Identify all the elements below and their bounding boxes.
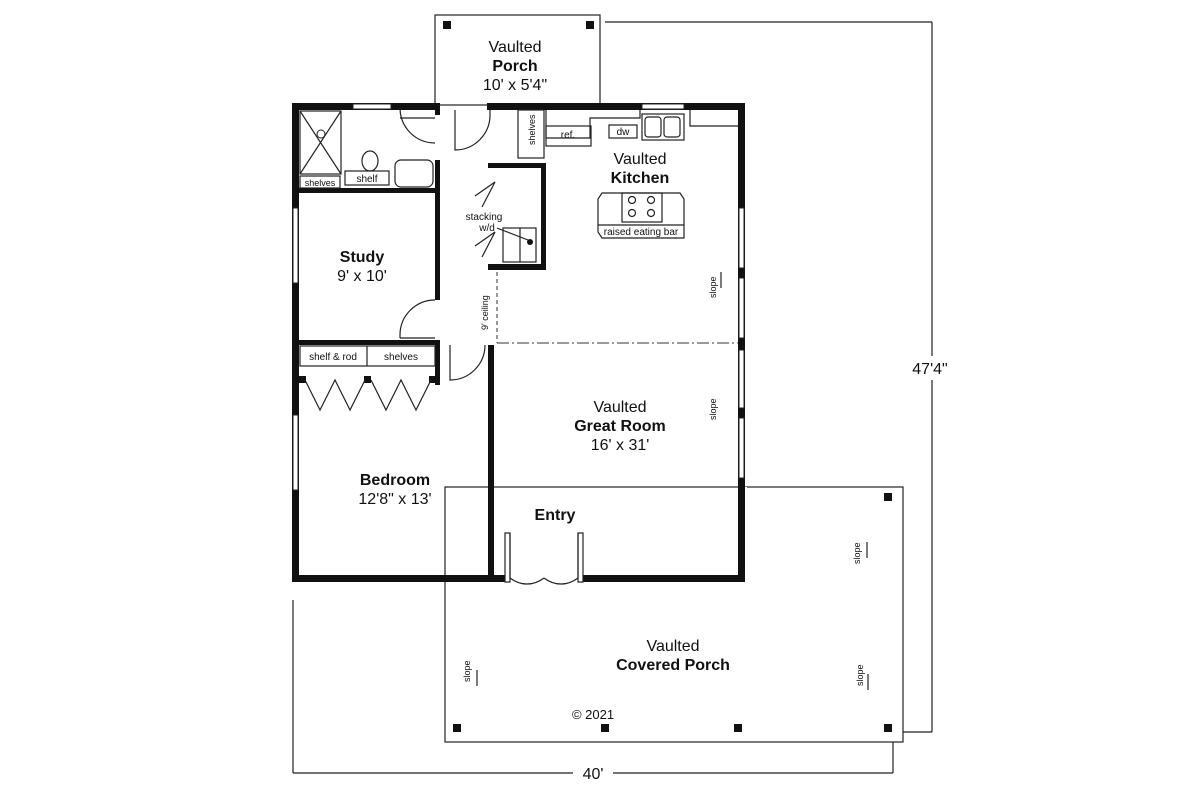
shelves-label: shelves	[527, 114, 537, 145]
wd-label: w/d	[478, 223, 495, 234]
door-swing	[399, 107, 436, 144]
shelf-label: shelf	[356, 174, 377, 185]
post-icon	[453, 724, 461, 732]
slope-label: slope	[852, 542, 862, 564]
house-walls	[292, 103, 745, 582]
study-size: 9' x 10'	[337, 268, 387, 285]
post-icon	[884, 724, 892, 732]
shelves-label: shelves	[384, 352, 418, 363]
bedroom: shelf & rod shelves Bedroom 12'8" x 13'	[299, 344, 486, 508]
study: Study 9' x 10'	[337, 249, 436, 339]
slope-label: slope	[708, 398, 718, 420]
bathroom: shelves shelf	[299, 107, 491, 189]
dw-label: dw	[617, 127, 631, 138]
island	[597, 192, 685, 239]
bedroom-size: 12'8" x 13'	[358, 491, 431, 508]
width-dimension: 40'	[583, 766, 604, 783]
great-room-label: Vaulted	[593, 399, 646, 416]
shelf-rod-label: shelf & rod	[309, 352, 357, 363]
bifold-door	[370, 378, 432, 412]
covered-porch: Vaulted Covered Porch © 2021 slope slope…	[444, 486, 904, 743]
door-swing	[399, 299, 436, 338]
porch-label: Vaulted	[488, 39, 541, 56]
slope-label: slope	[708, 276, 718, 298]
toilet-icon	[361, 150, 379, 172]
study-name: Study	[340, 249, 385, 266]
depth-dimension: 47'4"	[912, 361, 947, 378]
door-swing	[454, 110, 491, 151]
great-room-name: Great Room	[574, 418, 666, 435]
kitchen-name: Kitchen	[611, 170, 670, 187]
entry-name: Entry	[535, 507, 576, 524]
entry-door	[543, 533, 579, 585]
shower-icon	[299, 110, 342, 175]
dimension-lines: 47'4" 40'	[292, 21, 960, 784]
stacking-label: stacking	[466, 212, 503, 223]
slope-label: slope	[855, 664, 865, 686]
post-icon	[601, 724, 609, 732]
ref-label: ref.	[561, 130, 575, 141]
covered-porch-name: Covered Porch	[616, 657, 730, 674]
porch: Vaulted Porch 10' x 5'4"	[434, 14, 601, 106]
post-icon	[734, 724, 742, 732]
kitchen: ref. dw Vaulted Kitchen raised eating ba…	[545, 110, 738, 420]
bifold-door	[304, 378, 366, 412]
cooktop-icon	[621, 192, 663, 223]
kitchen-label: Vaulted	[613, 151, 666, 168]
slope-label: slope	[462, 660, 472, 682]
post-icon	[443, 21, 451, 29]
entry-door	[509, 533, 545, 585]
sink-icon	[641, 113, 685, 141]
sink-icon	[394, 159, 434, 188]
porch-size: 10' x 5'4"	[483, 77, 547, 94]
ceiling-label: 9' ceiling	[480, 295, 490, 330]
copyright: © 2021	[572, 707, 614, 722]
laundry: shelves stacking w/d 9' ceiling	[466, 109, 545, 330]
post-icon	[586, 21, 594, 29]
great-room: Vaulted Great Room 16' x 31' Entry	[504, 399, 666, 585]
door-swing	[449, 344, 486, 381]
bedroom-name: Bedroom	[360, 472, 430, 489]
post-icon	[884, 493, 892, 501]
shelves-label: shelves	[305, 178, 336, 188]
porch-name: Porch	[492, 58, 537, 75]
great-room-size: 16' x 31'	[591, 437, 650, 454]
eating-bar-label: raised eating bar	[604, 227, 679, 238]
covered-porch-label: Vaulted	[646, 638, 699, 655]
